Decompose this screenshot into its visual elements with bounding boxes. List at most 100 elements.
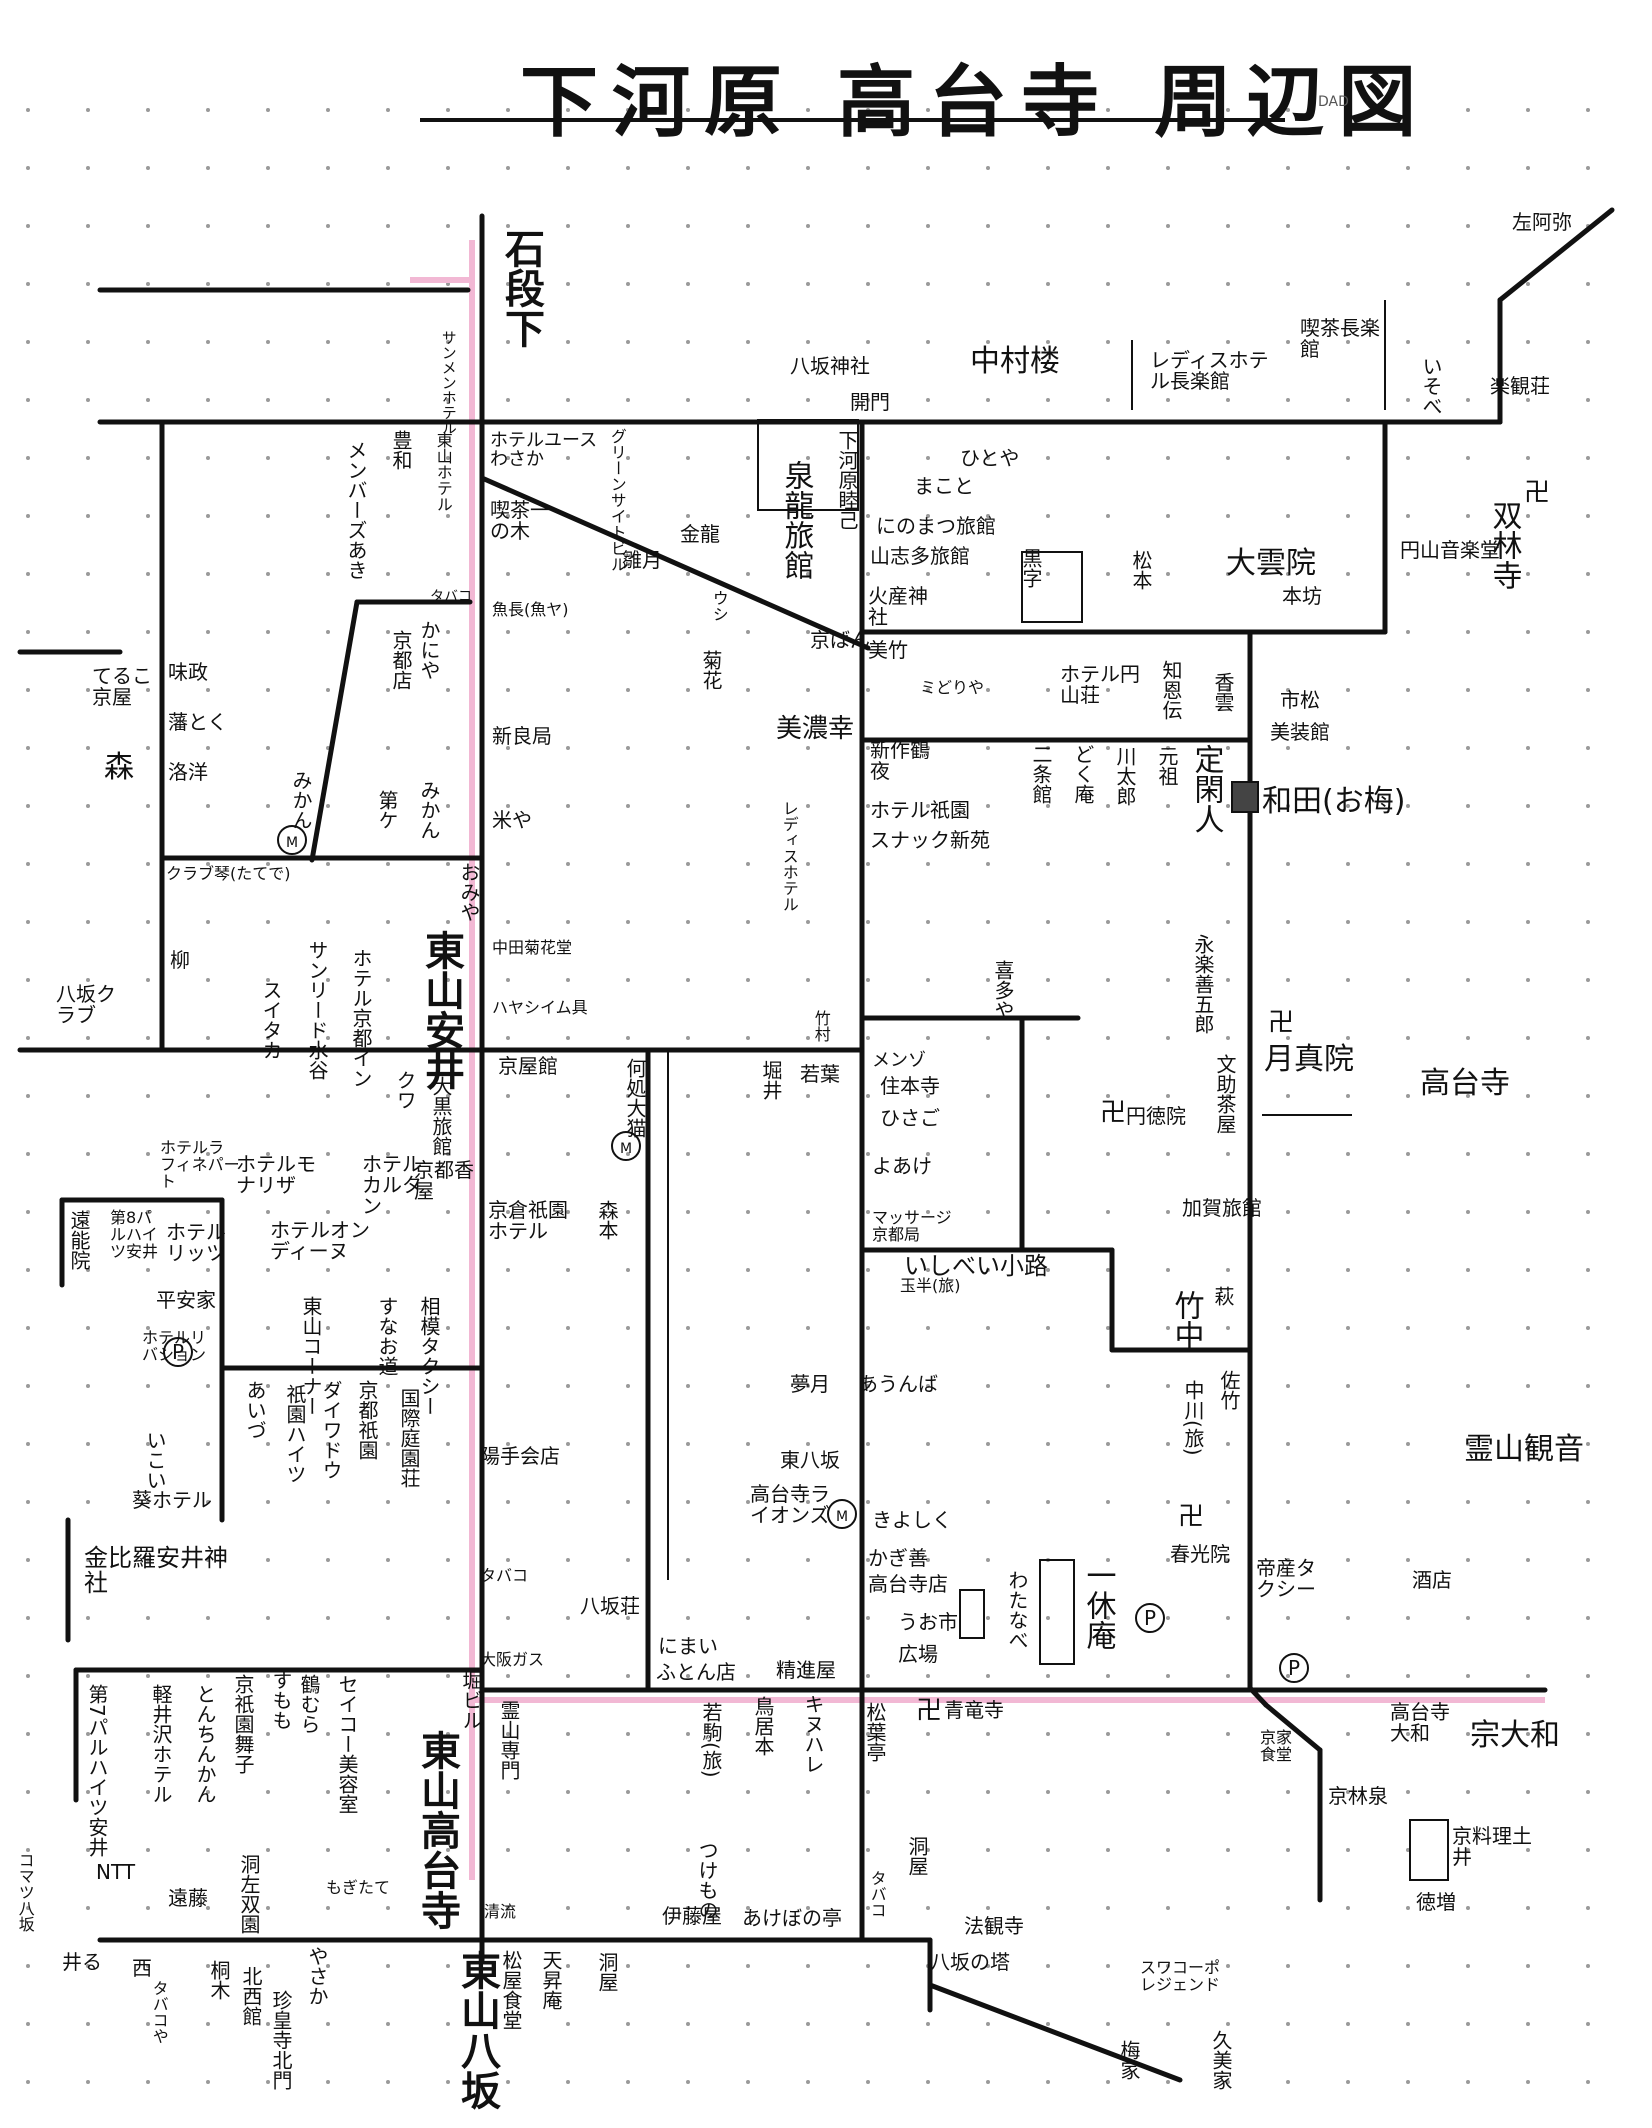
label-miharu-2: みかん [289, 770, 313, 830]
label-kikka: 菊花 [699, 650, 723, 690]
grid-dot [686, 920, 690, 924]
grid-dot [266, 746, 270, 750]
grid-dot [86, 804, 90, 808]
grid-dot [566, 456, 570, 460]
grid-dot [1526, 514, 1530, 518]
grid-dot [1586, 1210, 1590, 1214]
grid-dot [1526, 1152, 1530, 1156]
label-kyoto-shouen: 京都祇園 [355, 1380, 379, 1460]
grid-dot [1406, 282, 1410, 286]
grid-dot [1526, 1210, 1530, 1214]
grid-dot [686, 1674, 690, 1678]
label-houkan-ji: 法観寺 [964, 1914, 1024, 1938]
label-yougiten: 陽手会店 [480, 1444, 560, 1468]
grid-dot [326, 2080, 330, 2084]
grid-dot [26, 1036, 30, 1040]
grid-dot [746, 862, 750, 866]
grid-dot [1526, 1500, 1530, 1504]
grid-dot [86, 920, 90, 924]
grid-dot [266, 804, 270, 808]
grid-dot [206, 1964, 210, 1968]
grid-dot [1106, 572, 1110, 576]
grid-dot [1466, 1094, 1470, 1098]
grid-dot [1526, 978, 1530, 982]
grid-dot [866, 1964, 870, 1968]
grid-dot [146, 1616, 150, 1620]
grid-dot [626, 1210, 630, 1214]
grid-dot [1406, 1326, 1410, 1330]
dot-grid [26, 108, 1590, 2084]
grid-dot [566, 1964, 570, 1968]
grid-dot [746, 1210, 750, 1214]
grid-dot [206, 2022, 210, 2026]
grid-dot [86, 456, 90, 460]
grid-dot [446, 1036, 450, 1040]
grid-dot [566, 1906, 570, 1910]
grid-dot [26, 688, 30, 692]
grid-dot [386, 456, 390, 460]
grid-dot [326, 1442, 330, 1446]
grid-dot [626, 108, 630, 112]
grid-dot [206, 1210, 210, 1214]
grid-dot [26, 282, 30, 286]
label-nakanishi-otaku: 何処大猫 [623, 1058, 647, 1138]
label-sunao-michi: すなお道 [375, 1296, 399, 1376]
grid-dot [86, 1848, 90, 1852]
label-hinazuki: 雛月 [622, 548, 662, 572]
grid-dot [86, 1558, 90, 1562]
grid-dot [1106, 746, 1110, 750]
grid-dot [1286, 282, 1290, 286]
grid-dot [1466, 920, 1470, 924]
label-shoutoku-in: 精進屋 [776, 1658, 836, 1682]
grid-dot [1226, 1326, 1230, 1330]
grid-dot [1166, 1616, 1170, 1620]
grid-dot [1046, 340, 1050, 344]
grid-dot [266, 572, 270, 576]
label-nimai: にまい [658, 1634, 718, 1658]
grid-dot [686, 1500, 690, 1504]
grid-dot [146, 1442, 150, 1446]
grid-dot [206, 746, 210, 750]
grid-dot [866, 1384, 870, 1388]
grid-dot [1046, 1210, 1050, 1214]
grid-dot [326, 282, 330, 286]
grid-dot [986, 340, 990, 344]
grid-dot [566, 688, 570, 692]
grid-dot [506, 1094, 510, 1098]
grid-dot [1046, 1326, 1050, 1330]
grid-dot [146, 746, 150, 750]
grid-dot [1286, 1674, 1290, 1678]
label-ninomiya-ryokan: にのまつ旅館 [876, 514, 996, 538]
label-chin-nou-ji: 珍皇寺北門 [269, 1990, 293, 2090]
parking-marker-letter: P [172, 1340, 184, 1364]
grid-dot [1406, 1210, 1410, 1214]
grid-dot [1046, 1790, 1050, 1794]
grid-dot [866, 1210, 870, 1214]
grid-dot [206, 862, 210, 866]
grid-dot [626, 2080, 630, 2084]
grid-dot [266, 978, 270, 982]
grid-dot [626, 1500, 630, 1504]
grid-dot [866, 1906, 870, 1910]
grid-dot [1526, 108, 1530, 112]
grid-dot [206, 2080, 210, 2084]
grid-dot [746, 920, 750, 924]
grid-dot [1286, 920, 1290, 924]
label-kayaku-ryokan: 加賀旅館 [1182, 1196, 1262, 1220]
grid-dot [266, 862, 270, 866]
grid-dot [1226, 282, 1230, 286]
grid-dot [386, 1790, 390, 1794]
grid-dot [206, 224, 210, 228]
grid-dot [506, 1036, 510, 1040]
label-kodaiji: 高台寺 [1420, 1066, 1510, 1101]
grid-dot [746, 1384, 750, 1388]
grid-dot [86, 282, 90, 286]
grid-dot [386, 1094, 390, 1098]
grid-dot [326, 630, 330, 634]
grid-dot [1106, 1790, 1110, 1794]
grid-dot [266, 456, 270, 460]
grid-dot [26, 456, 30, 460]
grid-dot [626, 1848, 630, 1852]
grid-dot [866, 862, 870, 866]
landmark-marker-letter: M [620, 1141, 632, 1157]
